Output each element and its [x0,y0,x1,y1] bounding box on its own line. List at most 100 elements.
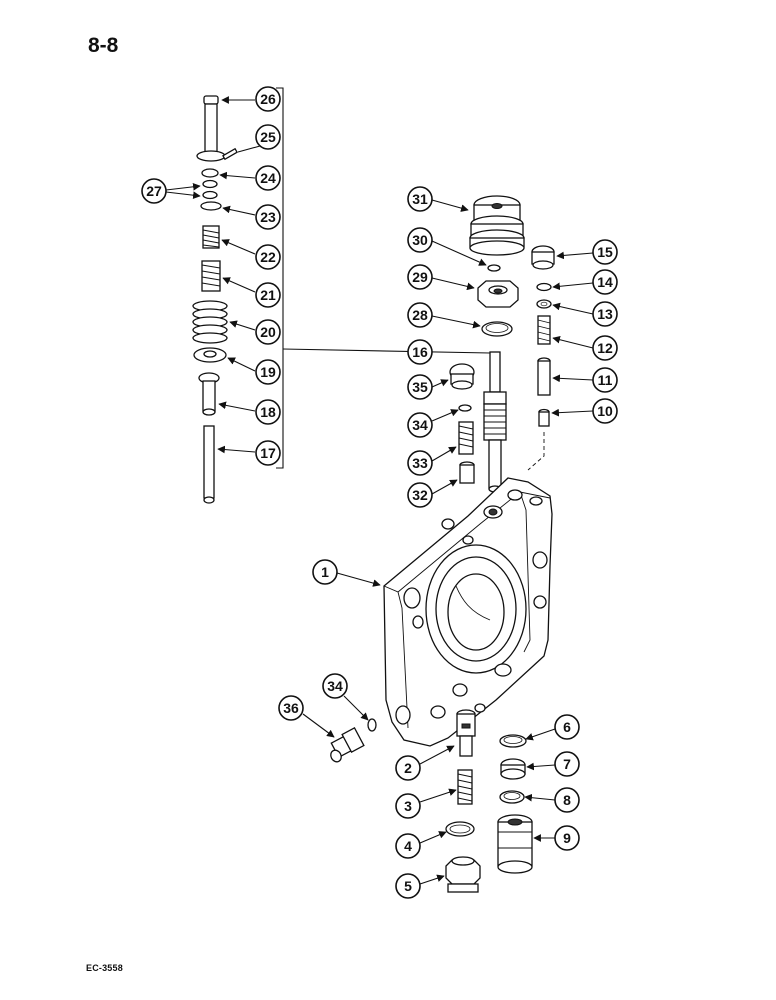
svg-text:20: 20 [260,324,276,340]
svg-text:33: 33 [412,455,428,471]
part-32-poppet [459,461,475,484]
callout-11: 11 [552,367,618,393]
callout-15: 15 [556,239,618,265]
figure-code: EC-3558 [86,963,123,973]
callout-28: 28 [407,302,481,329]
svg-text:23: 23 [260,209,276,225]
svg-text:12: 12 [597,340,613,356]
svg-text:3: 3 [404,798,412,814]
callout-1: 1 [312,559,381,587]
part-8-o-ring [499,790,525,804]
part-3-spring [457,769,473,805]
callout-20: 20 [229,319,281,345]
part-30-o-ring [487,264,501,272]
part-10-poppet [538,408,550,427]
svg-text:15: 15 [597,244,613,260]
svg-text:13: 13 [597,306,613,322]
svg-text:5: 5 [404,878,412,894]
svg-text:24: 24 [260,170,276,186]
part-12-spring [537,315,551,345]
part-31-cap [469,195,525,256]
part-21-spring [201,260,221,292]
callout-5: 5 [395,873,445,899]
svg-text:14: 14 [597,274,613,290]
callout-33: 33 [407,446,457,476]
part-19-seat [193,347,227,363]
part-29-plug [477,280,519,308]
svg-text:7: 7 [563,756,571,772]
callout-25: 25 [237,124,281,153]
svg-text:19: 19 [260,364,276,380]
svg-text:34: 34 [412,417,428,433]
svg-text:22: 22 [260,249,276,265]
callout-16: 16 [407,339,433,365]
callout-14: 14 [552,269,618,295]
callout-12: 12 [552,335,618,361]
svg-text:35: 35 [412,379,428,395]
part-4-o-ring [445,821,475,837]
callout-22: 22 [221,239,281,270]
svg-text:9: 9 [563,830,571,846]
part-15-cap [531,245,555,270]
callout-31: 31 [407,186,469,212]
svg-text:25: 25 [260,129,276,145]
svg-text:36: 36 [283,700,299,716]
svg-text:4: 4 [404,838,412,854]
part-17-rod [203,425,215,504]
svg-text:29: 29 [412,269,428,285]
svg-text:34: 34 [327,678,343,694]
part-18-guide [198,372,220,416]
part-27-collets [202,179,218,200]
svg-text:21: 21 [260,287,276,303]
callout-3: 3 [395,788,457,819]
callout-4: 4 [395,831,447,859]
part-13-washer [536,299,552,309]
part-1-valve-housing [383,477,553,747]
callout-18: 18 [218,399,281,425]
callout-34-upper: 34 [407,409,459,438]
part-33-spring [458,421,474,455]
callout-2: 2 [395,745,455,781]
callout-29: 29 [407,264,475,291]
svg-text:17: 17 [260,445,276,461]
callout-19: 19 [227,357,281,385]
part-25-pin [222,147,238,161]
part-34-snap-ring-lower [367,718,377,732]
callout-36: 36 [278,695,335,738]
part-14-o-ring [536,282,552,292]
callout-32: 32 [407,479,458,508]
callout-35: 35 [407,374,449,400]
part-7-backup-ring [500,758,526,780]
svg-text:18: 18 [260,404,276,420]
callout-9: 9 [533,825,580,851]
callout-30: 30 [407,227,487,266]
callout-10: 10 [551,398,618,424]
svg-text:2: 2 [404,760,412,776]
svg-text:8: 8 [563,792,571,808]
svg-text:16: 16 [412,344,428,360]
svg-text:27: 27 [146,183,162,199]
callout-7: 7 [526,751,580,777]
callout-17: 17 [217,440,281,466]
callout-8: 8 [524,787,580,813]
callout-21: 21 [222,277,281,308]
callout-23: 23 [222,204,281,230]
part-24-ring [201,168,219,178]
callout-13: 13 [552,301,618,327]
part-34-o-ring-upper [458,404,472,412]
svg-text:26: 26 [260,91,276,107]
svg-text:28: 28 [412,307,428,323]
part-2-spool [456,709,476,757]
part-16-spool [483,351,507,493]
part-26-spool [196,95,226,162]
svg-text:10: 10 [597,403,613,419]
part-36-fitting [330,727,365,763]
part-5-plug [445,856,481,893]
assembly-bracket [276,87,284,469]
alignment-line [527,432,545,471]
callout-26: 26 [221,86,281,112]
assembly-bracket-leader [282,348,491,354]
part-11-plunger [537,357,551,396]
